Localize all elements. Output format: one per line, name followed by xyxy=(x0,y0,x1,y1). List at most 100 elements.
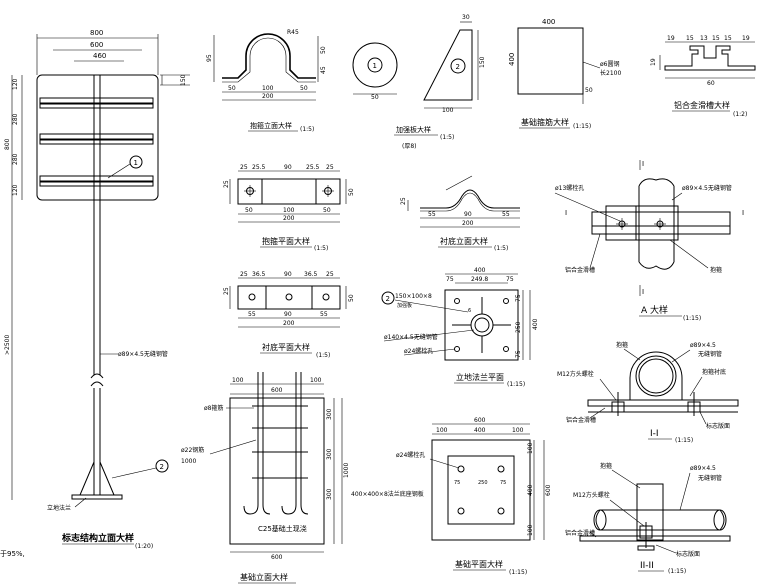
liner-plan-side-a: 25 xyxy=(223,287,230,295)
found-elev-hoop: ø8箍筋 xyxy=(204,404,224,412)
liner-h25: 25 xyxy=(400,197,407,205)
channel-caption: 铝合金滑槽大样 xyxy=(674,100,730,110)
channel-bottom: 60 xyxy=(707,80,715,87)
liner-plan: 25 36.5 90 36.5 25 25 50 55 90 55 200 衬底… xyxy=(223,271,355,359)
detail-a-marker-right: I xyxy=(742,209,744,217)
found-elev-d300a: 300 xyxy=(326,408,333,420)
found-plan-d100a: 100 xyxy=(436,427,448,434)
section1-liner: 抱箍衬底 xyxy=(702,368,726,376)
section2-pipe: ø89×4.5 xyxy=(690,465,716,472)
hoop-plan-caption: 抱箍平面大样 xyxy=(262,236,310,246)
found-elev-d300b: 300 xyxy=(326,448,333,460)
channel-d4: 15 xyxy=(724,35,732,42)
detail-a-marker-bottom: I xyxy=(642,288,644,296)
liner-plan-b55a: 55 xyxy=(248,311,256,318)
liner-plan-side-b: 50 xyxy=(348,294,355,302)
dim-280b: 280 xyxy=(12,153,19,165)
hoop-plan-d1: 25.5 xyxy=(252,164,266,171)
hoop-plan-scale: (1:5) xyxy=(314,245,328,252)
foundation-plan: 600 100 400 100 ø24螺栓孔 75 250 75 400×400… xyxy=(351,417,552,576)
detail-a-marker-top: I xyxy=(642,160,644,168)
flange-pipe: ø140×4.5无缝钢管 xyxy=(384,333,438,341)
dim-800: 800 xyxy=(90,29,103,37)
liner-d1: 90 xyxy=(464,211,472,218)
circle-plate-dim: 50 xyxy=(371,94,379,101)
liner-plan-d1: 36.5 xyxy=(252,271,266,278)
callout-1: 1 xyxy=(134,159,138,167)
channel-d3: 15 xyxy=(712,35,720,42)
flange-side400: 400 xyxy=(532,318,539,330)
section1-rail: 铝合金滑槽 xyxy=(566,416,596,424)
stirrup-side: 400 xyxy=(508,53,516,66)
hoop-b200: 200 xyxy=(262,93,274,100)
dim-460: 460 xyxy=(93,52,106,60)
found-plan-caption: 基础平面大样 xyxy=(455,559,503,569)
flange-d75b: 75 xyxy=(506,276,514,283)
found-elev-d600top: 600 xyxy=(271,387,283,394)
hoop-b100: 100 xyxy=(262,85,274,92)
hoop-plan-b50b: 50 xyxy=(323,207,331,214)
detail-a-hoop: 抱箍 xyxy=(710,266,722,274)
circle-plate: 1 50 xyxy=(352,42,398,101)
section2-caption: II-II xyxy=(640,561,654,571)
flange-top: 400 xyxy=(474,267,486,274)
channel-d0: 19 xyxy=(667,35,675,42)
hoop-scale: (1:5) xyxy=(300,126,314,133)
flange-bolt: ø24螺栓孔 xyxy=(404,347,433,355)
hoop-plan-b100: 100 xyxy=(283,207,295,214)
section1-hoop: 抱箍 xyxy=(616,341,628,349)
found-plan-scale: (1:15) xyxy=(509,569,527,576)
section2-hoop: 抱箍 xyxy=(600,462,612,470)
dim-120b: 120 xyxy=(12,184,19,196)
circle-plate-label: 1 xyxy=(373,62,377,70)
found-elev-bottom: 600 xyxy=(271,554,283,561)
liner-elev-scale: (1:5) xyxy=(494,245,508,252)
gusset-label: 2 xyxy=(456,63,460,71)
section-1: 抱箍 ø89×4.5 无缝钢管 M12方头螺栓 抱箍衬底 铝合金滑槽 标志版面 … xyxy=(557,341,739,444)
aluminium-channel: 19 15 13 15 15 19 19 60 铝合金滑槽大样 (1:2) xyxy=(650,35,756,118)
foundation-elevation: 100 100 600 ø8箍筋 ø22钢筋 1000 300 300 300 … xyxy=(181,372,350,584)
hoop-elevation: R45 95 50 45 50 100 50 200 抱箍立面大样 (1:5) xyxy=(206,29,327,133)
found-plan-d75a: 75 xyxy=(454,480,460,486)
foundation-stirrup: 400 400 ø6圆钢 长2100 50 基础箍筋大样 (1:15) xyxy=(508,18,621,130)
detail-a: I I I I ø13螺栓孔 ø89×4.5无缝钢管 铝合金滑槽 抱箍 A 大样… xyxy=(554,160,744,322)
found-plan-s400: 400 xyxy=(527,484,534,496)
found-elev-d100a: 100 xyxy=(232,377,244,384)
section-2: 抱箍 ø89×4.5 无缝钢管 M12方头螺栓 铝合金滑槽 标志版面 II-II… xyxy=(565,462,731,575)
rails xyxy=(39,97,154,187)
hoop-plan-d0: 25 xyxy=(240,164,248,171)
found-elev-caption: 基础立面大样 xyxy=(240,572,288,582)
hoop-plan-d4: 25 xyxy=(326,164,334,171)
found-plan-d100b: 100 xyxy=(512,427,524,434)
detail-a-rail: 铝合金滑槽 xyxy=(565,266,595,274)
found-plan-top: 600 xyxy=(474,417,486,424)
flange-plan-scale: (1:15) xyxy=(507,381,525,388)
flange-plate: 150×100×8 xyxy=(395,293,432,300)
found-plan-s100b: 100 xyxy=(527,524,534,536)
liner-plan-b90: 90 xyxy=(284,311,292,318)
section1-pipe2: 无缝钢管 xyxy=(698,350,722,358)
detail-a-caption: A 大样 xyxy=(641,304,668,316)
gusset-caption: 加强板大样 xyxy=(396,125,431,134)
liner-elev-caption: 衬底立面大样 xyxy=(440,236,488,246)
section2-bolt: M12方头螺栓 xyxy=(573,491,610,499)
sign-structure-elevation: 800 600 460 120 280 280 120 800 xyxy=(0,29,190,558)
stirrup-scale: (1:15) xyxy=(573,123,591,130)
section1-pipe: ø89×4.5 xyxy=(690,342,716,349)
flange-base xyxy=(71,494,123,500)
detail-a-bolt: ø13螺栓孔 xyxy=(555,184,584,192)
detail-a-scale: (1:15) xyxy=(683,315,701,322)
scale-main: (1:20) xyxy=(135,543,153,550)
hoop-d50: 50 xyxy=(320,46,327,54)
hoop-h95: 95 xyxy=(206,54,213,62)
found-elev-d100b: 100 xyxy=(310,377,322,384)
flange-inner: 249.8 xyxy=(471,276,488,283)
section2-panel: 标志版面 xyxy=(676,550,700,558)
gusset-thickness: (厚8) xyxy=(402,143,417,150)
gusset-plate: 2 30 150 100 加强板大样 (1:5) (厚8) xyxy=(394,14,486,150)
found-plan-s600: 600 xyxy=(545,484,552,496)
gusset-side: 150 xyxy=(479,56,486,68)
found-plan-d400: 400 xyxy=(474,427,486,434)
liner-d0: 55 xyxy=(428,211,436,218)
liner-plan-d4: 25 xyxy=(326,271,334,278)
